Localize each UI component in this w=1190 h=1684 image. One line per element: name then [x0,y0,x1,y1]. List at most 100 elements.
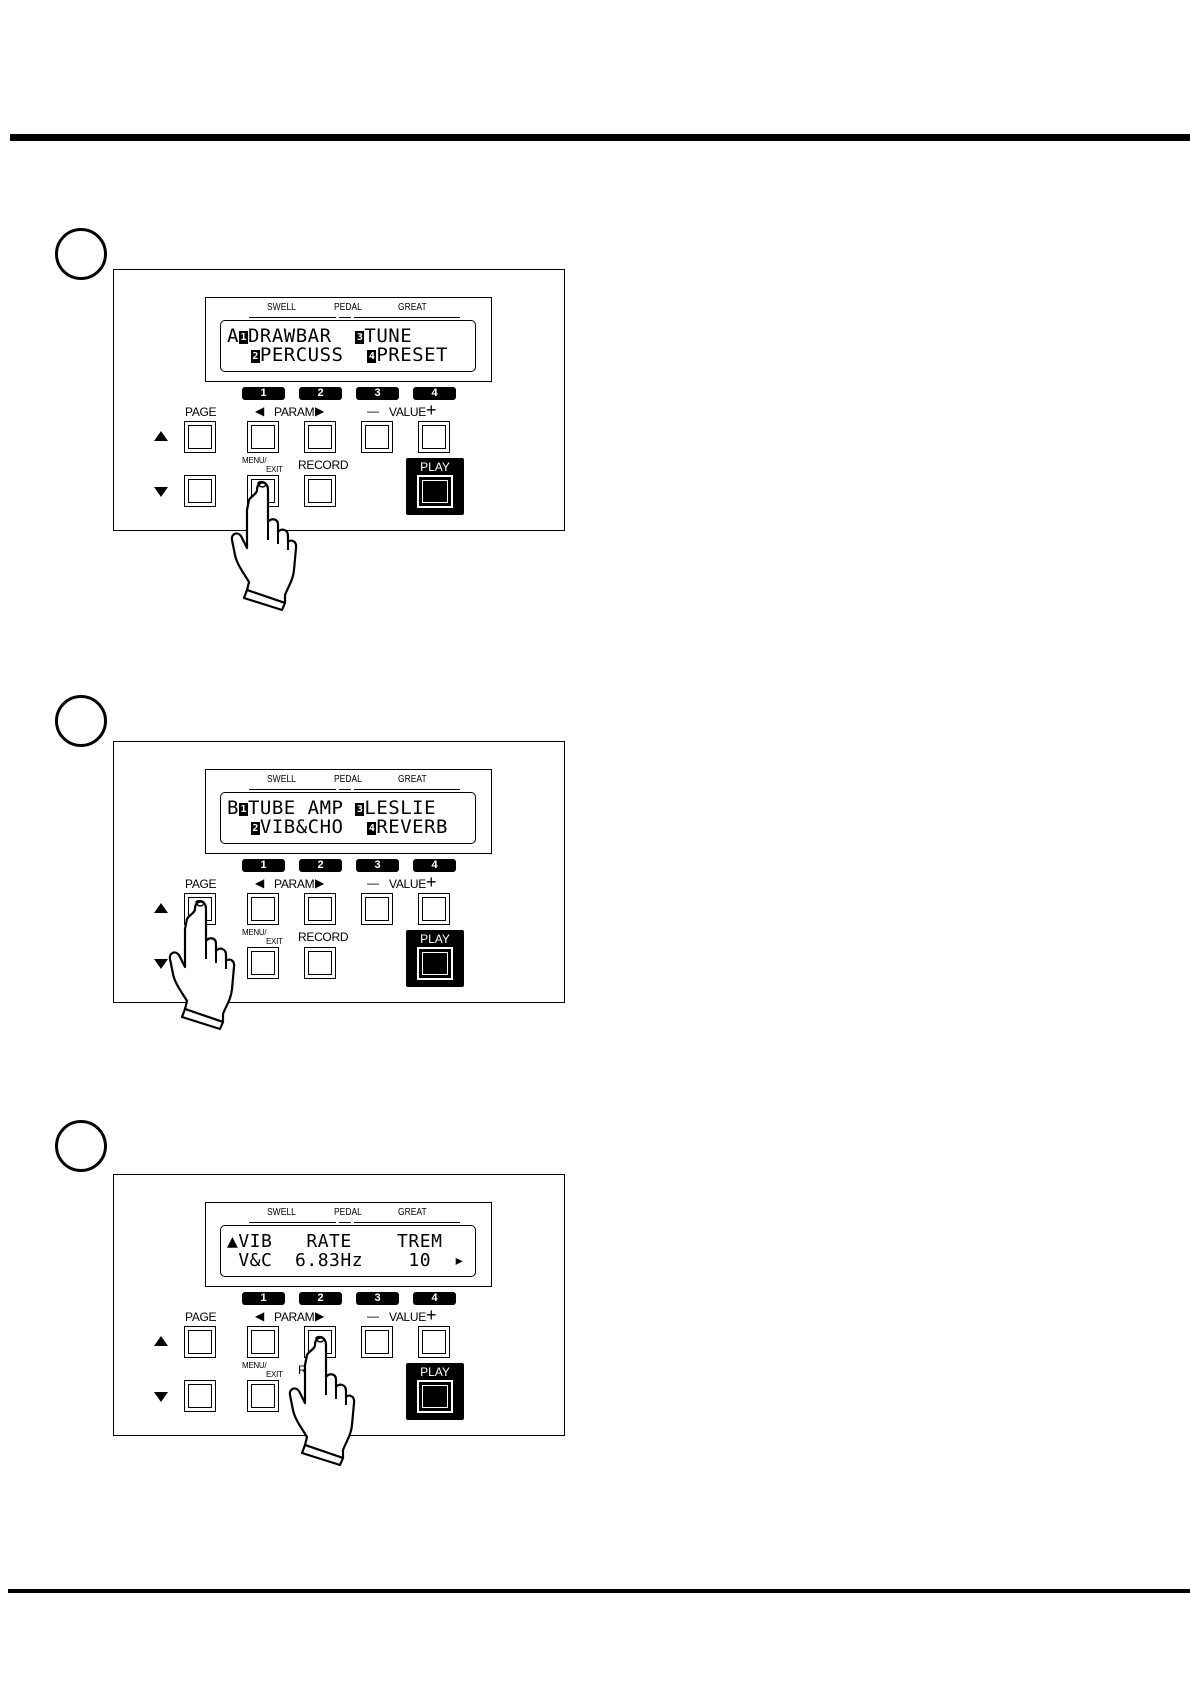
tab-2: 2 [299,1292,342,1305]
pointing-hand-icon [168,899,236,1031]
play-label: PLAY [420,460,450,474]
param-label: PARAM [274,877,315,891]
lcd-screen: A1DRAWBAR 3TUNE 2PERCUSS 4PRESET [220,320,476,372]
value-minus-button[interactable] [361,421,393,453]
tab-4: 4 [413,859,456,872]
value-plus-label: + [426,872,437,892]
tab-3: 3 [356,387,399,400]
lcd-label-great: GREAT [398,774,427,785]
page-label: PAGE [185,405,217,419]
page-label: PAGE [185,877,217,891]
lcd-screen: B1TUBE AMP 3LESLIE 2VIB&CHO 4REVERB [220,792,476,844]
lcd-label-pedal: PEDAL [334,1207,362,1218]
value-minus-button[interactable] [361,1326,393,1358]
lcd-label-pedal: PEDAL [334,774,362,785]
play-button[interactable] [417,1380,453,1413]
menu-label: MENU/ [242,1361,267,1370]
page-up-button[interactable] [184,421,216,453]
lcd-label-swell: SWELL [267,302,296,313]
lcd-screen: ▲VIB RATE TREM V&C 6.83Hz 10 ▸ [220,1225,476,1277]
lcd-label-swell: SWELL [267,1207,296,1218]
lcd-row-2: 2VIB&CHO 4REVERB [250,816,448,838]
record-label: RECORD [298,458,349,472]
step-2-circle [55,695,107,747]
control-panel-step-1: SWELL PEDAL GREAT A1DRAWBAR 3TUNE 2PERCU… [113,269,565,531]
pointing-hand-icon [288,1335,356,1467]
tab-3: 3 [356,859,399,872]
exit-label: EXIT [266,937,283,946]
lcd-row-2: 2PERCUSS 4PRESET [250,344,448,366]
param-right-glyph: ▶ [315,404,324,418]
lcd-row-1: B1TUBE AMP 3LESLIE [227,797,437,819]
play-label: PLAY [420,932,450,946]
value-minus-label: — [367,876,379,890]
bottom-rule [8,1589,1190,1593]
menu-label: MENU/ [242,928,267,937]
top-rule [10,134,1190,141]
param-left-glyph: ◀ [255,404,264,418]
page-up-arrow-icon [154,431,168,441]
value-plus-button[interactable] [418,893,450,925]
menu-exit-button[interactable] [247,1380,279,1412]
step-3-circle [55,1120,107,1172]
tab-1: 1 [242,859,285,872]
tab-3: 3 [356,1292,399,1305]
page-down-arrow-icon [154,1392,168,1402]
tab-1: 1 [242,1292,285,1305]
value-minus-label: — [367,1309,379,1323]
play-button[interactable] [417,475,453,508]
value-plus-button[interactable] [418,421,450,453]
play-button[interactable] [417,947,453,980]
page-down-arrow-icon [154,487,168,497]
value-minus-button[interactable] [361,893,393,925]
param-left-button[interactable] [247,893,279,925]
tab-2: 2 [299,387,342,400]
param-right-button[interactable] [304,421,336,453]
value-label: VALUE [389,1310,426,1324]
page-down-button[interactable] [184,475,216,507]
page-down-button[interactable] [184,1380,216,1412]
play-block: PLAY [406,458,464,515]
lcd-label-great: GREAT [398,1207,427,1218]
param-label: PARAM [274,405,315,419]
page-down-arrow-icon [154,959,168,969]
param-label: PARAM [274,1310,315,1324]
page-label: PAGE [185,1310,217,1324]
menu-label: MENU/ [242,456,267,465]
lcd-display: SWELL PEDAL GREAT A1DRAWBAR 3TUNE 2PERCU… [205,297,492,382]
value-plus-label: + [426,1305,437,1325]
play-block: PLAY [406,930,464,987]
value-plus-button[interactable] [418,1326,450,1358]
tab-2: 2 [299,859,342,872]
lcd-row-1: ▲VIB RATE TREM [227,1231,443,1252]
lcd-row-1: A1DRAWBAR 3TUNE [227,325,413,347]
lcd-row-2: V&C 6.83Hz 10 ▸ [227,1250,466,1271]
tab-4: 4 [413,1292,456,1305]
lcd-label-great: GREAT [398,302,427,313]
record-button[interactable] [304,475,336,507]
play-label: PLAY [420,1365,450,1379]
param-left-glyph: ◀ [255,1309,264,1323]
record-label: RECORD [298,930,349,944]
menu-exit-button[interactable] [247,947,279,979]
tab-1: 1 [242,387,285,400]
tab-4: 4 [413,387,456,400]
play-block: PLAY [406,1363,464,1420]
param-right-glyph: ▶ [315,876,324,890]
page-up-arrow-icon [154,903,168,913]
value-minus-label: — [367,404,379,418]
value-label: VALUE [389,405,426,419]
record-button[interactable] [304,947,336,979]
param-right-button[interactable] [304,893,336,925]
page-up-button[interactable] [184,1326,216,1358]
param-left-button[interactable] [247,421,279,453]
value-plus-label: + [426,400,437,420]
lcd-display: SWELL PEDAL GREAT ▲VIB RATE TREM V&C 6.8… [205,1202,492,1287]
step-1-circle [55,228,107,280]
pointing-hand-icon [230,480,298,612]
lcd-label-swell: SWELL [267,774,296,785]
param-left-button[interactable] [247,1326,279,1358]
exit-label: EXIT [266,465,283,474]
exit-label: EXIT [266,1370,283,1379]
lcd-display: SWELL PEDAL GREAT B1TUBE AMP 3LESLIE 2VI… [205,769,492,854]
